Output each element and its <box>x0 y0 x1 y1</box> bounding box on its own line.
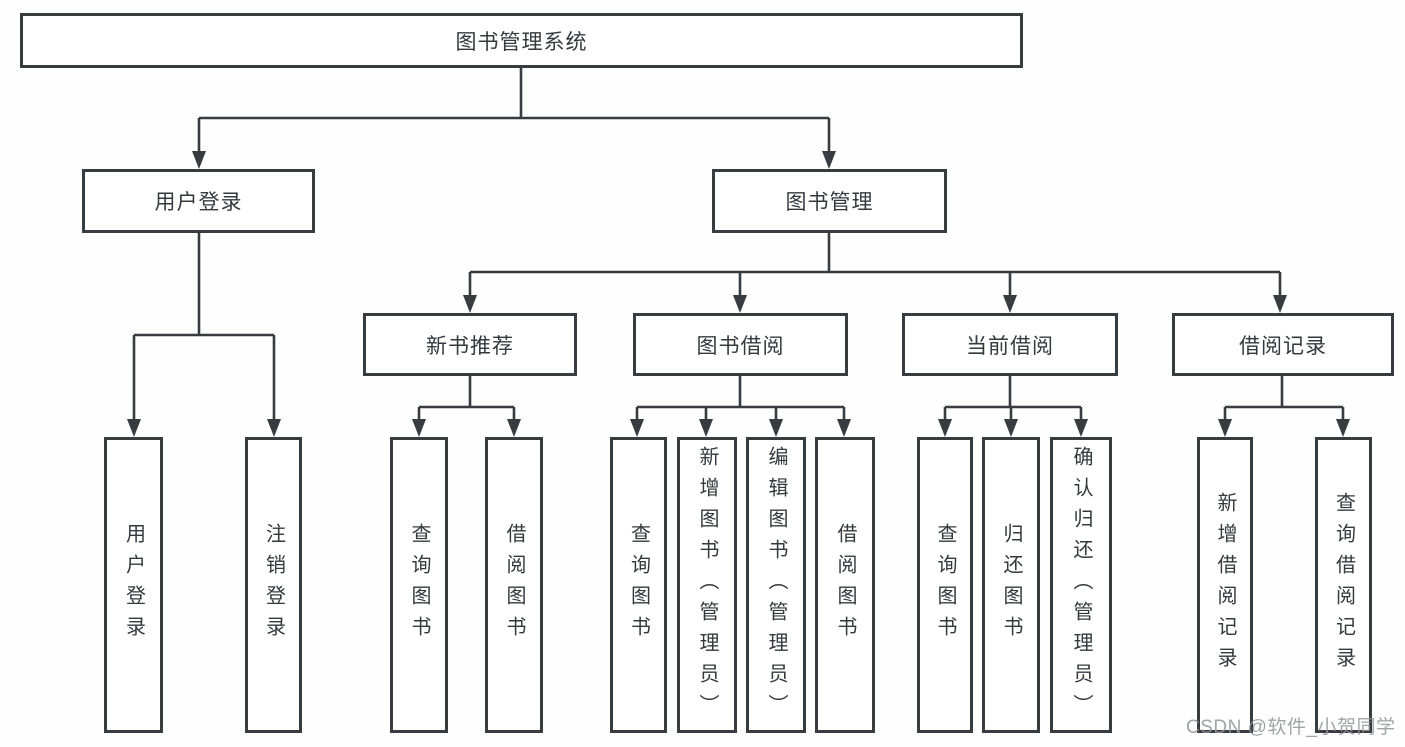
arrowhead-down-icon <box>699 419 713 437</box>
leaf-edit-book-admin: 编辑图书（管理员） <box>746 437 806 733</box>
leaf-confirm-return-admin-label: 确认归还（管理员） <box>1070 445 1092 725</box>
node-borrow-records-label: 借阅记录 <box>1239 334 1327 358</box>
node-new-book-recommend-label: 新书推荐 <box>426 334 514 358</box>
arrowhead-down-icon <box>1218 419 1232 437</box>
node-book-management-label: 图书管理 <box>785 191 874 214</box>
leaf-add-borrow-record-label: 新增借阅记录 <box>1214 492 1236 678</box>
arrowhead-down-icon <box>938 419 952 437</box>
node-root: 图书管理系统 <box>20 13 1023 68</box>
leaf-borrow-book-label: 借阅图书 <box>503 523 525 647</box>
node-current-borrow: 当前借阅 <box>902 313 1118 376</box>
csdn-watermark: CSDN @软件_小贺同学 <box>1186 717 1396 738</box>
leaf-query-borrow-record: 查询借阅记录 <box>1315 437 1372 733</box>
node-book-borrow-label: 图书借阅 <box>696 334 785 358</box>
leaf-borrow-book: 借阅图书 <box>815 437 875 733</box>
arrowhead-down-icon <box>733 295 747 313</box>
arrowhead-down-icon <box>192 151 206 169</box>
connector-borrow-records <box>1223 375 1345 420</box>
leaf-return-book-label: 归还图书 <box>1000 523 1022 647</box>
arrowhead-down-icon <box>463 295 477 313</box>
leaf-query-borrow-record-label: 查询借阅记录 <box>1332 492 1355 678</box>
leaf-query-book: 查询图书 <box>390 437 448 733</box>
leaf-borrow-book-label: 借阅图书 <box>834 523 856 647</box>
node-root-label: 图书管理系统 <box>455 30 588 54</box>
connector-user-login <box>132 233 276 420</box>
leaf-confirm-return-admin: 确认归还（管理员） <box>1050 437 1112 733</box>
leaf-query-book: 查询图书 <box>610 437 667 733</box>
connector-book-management <box>468 233 1282 296</box>
arrowhead-down-icon <box>1336 419 1350 437</box>
connector-new-book <box>417 375 516 420</box>
leaf-borrow-book: 借阅图书 <box>485 437 543 733</box>
arrowhead-down-icon <box>127 419 141 437</box>
node-current-borrow-label: 当前借阅 <box>966 334 1054 358</box>
leaf-add-book-admin: 新增图书（管理员） <box>677 437 737 733</box>
arrowhead-down-icon <box>267 419 281 437</box>
arrowhead-down-icon <box>822 151 836 169</box>
leaf-logout: 注销登录 <box>245 437 302 733</box>
leaf-user-login: 用户登录 <box>104 437 163 733</box>
leaf-user-login-label: 用户登录 <box>122 523 145 647</box>
connector-book-borrow <box>635 375 846 420</box>
node-borrow-records: 借阅记录 <box>1172 313 1394 376</box>
leaf-logout-label: 注销登录 <box>262 523 285 647</box>
arrowhead-down-icon <box>1003 295 1017 313</box>
arrowhead-down-icon <box>630 419 644 437</box>
arrowhead-down-icon <box>1004 419 1018 437</box>
connector-current-borrow <box>943 375 1083 420</box>
arrowhead-down-icon <box>837 419 851 437</box>
arrowhead-down-icon <box>769 419 783 437</box>
leaf-edit-book-admin-label: 编辑图书（管理员） <box>765 445 787 725</box>
leaf-query-book-label: 查询图书 <box>627 523 650 647</box>
node-user-login-label: 用户登录 <box>154 191 243 214</box>
leaf-query-book-label: 查询图书 <box>934 523 956 647</box>
arrowhead-down-icon <box>1273 295 1287 313</box>
arrowhead-down-icon <box>507 419 521 437</box>
arrowhead-down-icon <box>412 419 426 437</box>
leaf-return-book: 归还图书 <box>982 437 1040 733</box>
node-new-book-recommend: 新书推荐 <box>363 313 577 376</box>
leaf-query-book-label: 查询图书 <box>408 523 430 647</box>
leaf-add-borrow-record: 新增借阅记录 <box>1197 437 1253 733</box>
node-book-management: 图书管理 <box>712 169 947 233</box>
connector-root <box>197 68 831 152</box>
leaf-query-book: 查询图书 <box>917 437 973 733</box>
leaf-add-book-admin-label: 新增图书（管理员） <box>696 445 718 725</box>
arrowhead-down-icon <box>1074 419 1088 437</box>
node-user-login: 用户登录 <box>82 169 315 233</box>
node-book-borrow: 图书借阅 <box>633 313 848 376</box>
